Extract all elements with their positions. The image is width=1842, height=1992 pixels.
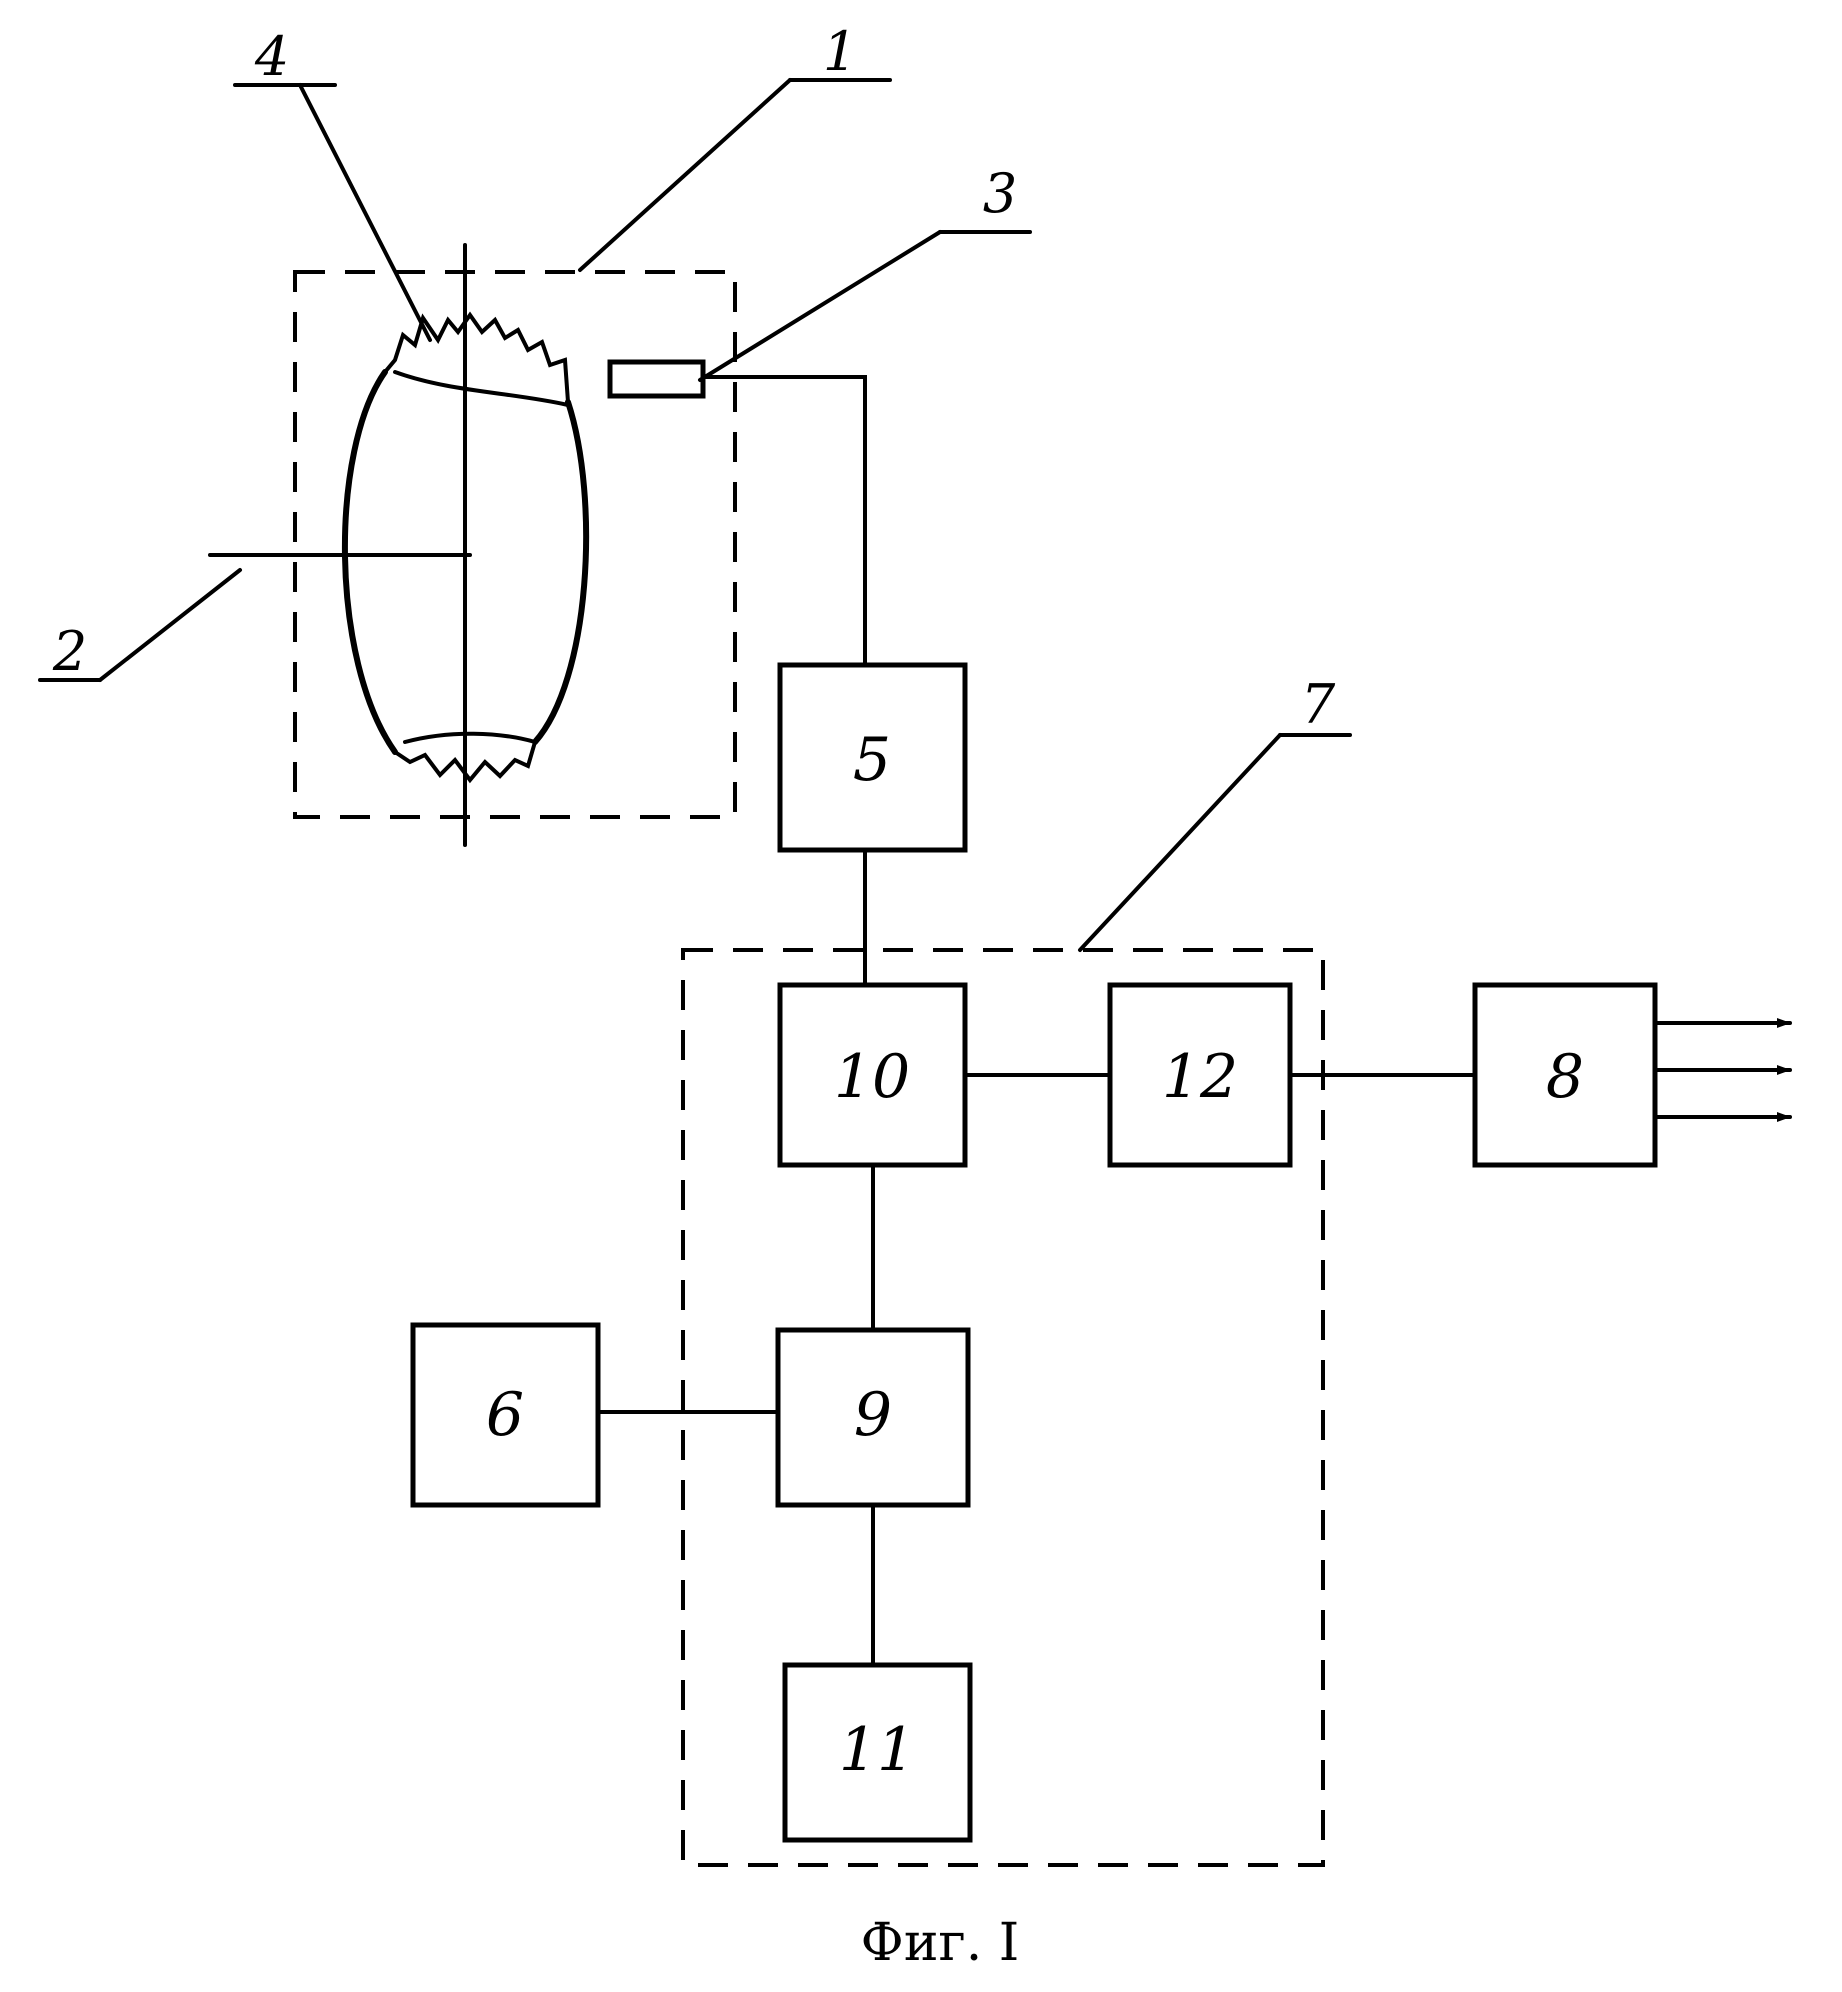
block-9: 9	[778, 1330, 968, 1505]
leaders	[40, 80, 1350, 950]
sensor-3	[610, 362, 703, 396]
callout-3: 3	[983, 162, 1017, 225]
callout-4: 4	[254, 25, 289, 88]
block-12: 12	[1110, 985, 1290, 1165]
block-8-label: 8	[1546, 1042, 1584, 1112]
block-5: 5	[780, 665, 965, 850]
callout-1: 1	[823, 20, 857, 83]
block-11-label: 11	[839, 1715, 915, 1785]
block-6: 6	[413, 1325, 598, 1505]
block-10-label: 10	[834, 1042, 910, 1112]
callout-7: 7	[1301, 673, 1336, 736]
dashed-frame-1	[295, 272, 735, 817]
block-9-label: 9	[854, 1380, 892, 1450]
callout-2: 2	[52, 620, 87, 683]
assembly-1	[210, 245, 735, 845]
block-6-label: 6	[486, 1380, 524, 1450]
figure-caption: Фиг. I	[861, 1913, 1020, 1973]
block-5-label: 5	[853, 725, 891, 795]
block-12-label: 12	[1162, 1042, 1238, 1112]
block-10: 10	[780, 985, 965, 1165]
object-bottom-edge	[405, 734, 535, 742]
object-top-edge	[395, 372, 568, 405]
block-11: 11	[785, 1665, 970, 1840]
block-8: 8	[1475, 985, 1655, 1165]
